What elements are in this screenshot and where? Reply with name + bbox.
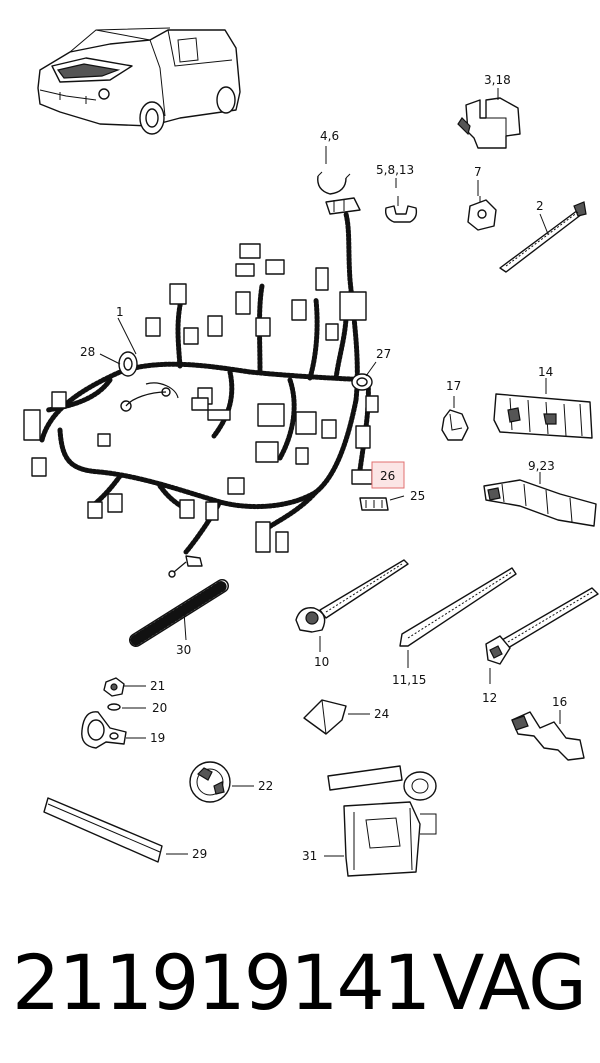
label-5-8-13: 5,8,13 [376,163,414,177]
vehicle-illustration [37,27,241,135]
label-26: 26 [380,469,395,483]
cable-tie-10 [295,559,409,652]
label-16: 16 [552,695,567,709]
clip-strip-9-23 [483,472,597,527]
edge-strip-29 [43,797,188,863]
clamp-19 [81,711,146,749]
label-30: 30 [176,643,191,657]
part-number: 211919141 [12,938,431,1027]
brand-name: VAG [432,938,587,1027]
clip-strip-14 [493,378,593,439]
label-14: 14 [538,365,553,379]
nut-21 [103,677,146,697]
label-24: 24 [374,707,389,721]
leader-lines [99,88,499,377]
label-1: 1 [116,305,124,319]
grommet-22 [189,761,254,803]
relay-box-31 [324,765,437,877]
label-11-15: 11,15 [392,673,426,687]
grommet-4-6 [317,171,361,215]
label-28: 28 [80,345,95,359]
clip-7 [467,196,497,231]
label-19: 19 [150,731,165,745]
highlight-box-26 [371,461,405,489]
label-21: 21 [150,679,165,693]
cable-tie-11-15 [399,567,517,668]
grommet-27 [351,373,373,391]
callout-labels: 1 2 3,18 4,6 5,8,13 7 9,23 10 11,15 12 1… [80,73,567,863]
label-25: 25 [410,489,425,503]
clip-17 [441,396,469,441]
label-20: 20 [152,701,167,715]
label-9-23: 9,23 [528,459,555,473]
label-3-18: 3,18 [484,73,511,87]
label-4-6: 4,6 [320,129,339,143]
label-2: 2 [536,199,544,213]
harness-connectors [23,243,379,578]
label-7: 7 [474,165,482,179]
label-22: 22 [258,779,273,793]
cable-tie-12 [485,587,599,684]
label-12: 12 [482,691,497,705]
cable-tie-2 [499,201,587,273]
clip-3-18 [457,97,521,149]
clip-16 [511,710,585,761]
corrugated-sleeve-30 [129,579,229,647]
washer-20 [107,703,146,711]
label-27: 27 [376,347,391,361]
label-31: 31 [302,849,317,863]
clip-5-8-13 [384,196,418,223]
grommet-28 [118,351,138,377]
footer: 211919141 VAG [0,928,600,1048]
label-29: 29 [192,847,207,861]
label-17: 17 [446,379,461,393]
connector-25 [359,495,405,511]
label-10: 10 [314,655,329,669]
bracket-24 [303,699,370,735]
